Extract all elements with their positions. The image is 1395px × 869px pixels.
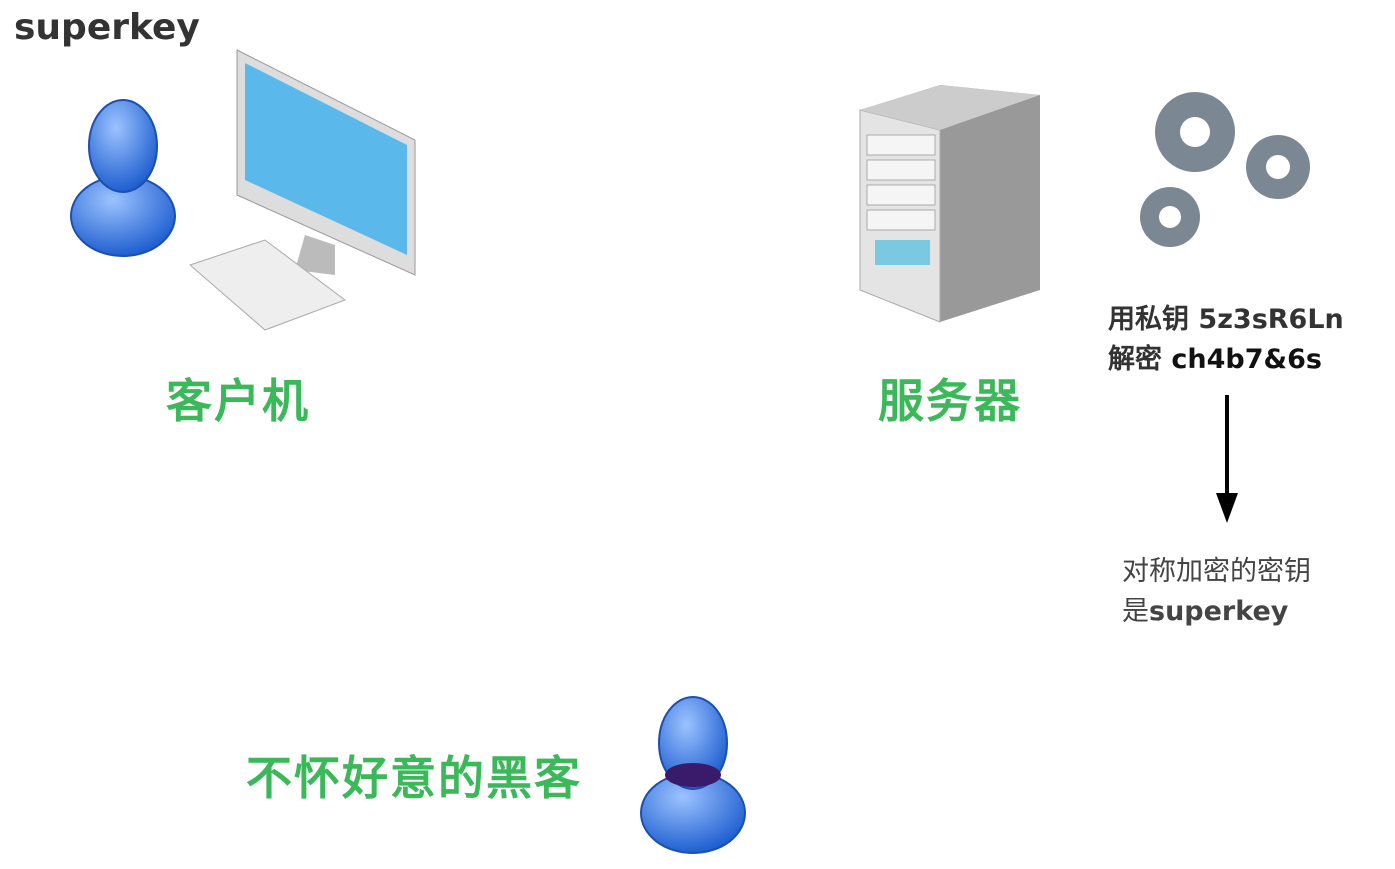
gears-icon [1140, 92, 1310, 247]
hacker-label: 不怀好意的黑客 [246, 751, 582, 805]
hacker-icon [640, 696, 746, 854]
symmetric-key: superkey [1149, 596, 1289, 627]
client-label: 客户机 [166, 374, 310, 428]
result-line1: 对称加密的密钥 [1122, 556, 1311, 587]
corner-label: superkey [14, 7, 200, 48]
down-arrow [1216, 395, 1238, 523]
ciphertext: ch4b7&6s [1171, 344, 1322, 375]
decrypt-line2-prefix: 解密 [1108, 344, 1162, 375]
server-icon [859, 85, 1040, 323]
user-icon [70, 99, 176, 257]
result-note: 对称加密的密钥 是superkey [1122, 552, 1311, 632]
server-label: 服务器 [878, 374, 1022, 428]
decrypt-prefix: 用私钥 [1108, 304, 1189, 335]
result-prefix: 是 [1122, 596, 1149, 627]
decrypt-note: 用私钥 5z3sR6Ln 解密 ch4b7&6s [1108, 300, 1344, 380]
private-key: 5z3sR6Ln [1198, 304, 1344, 335]
computer-icon [189, 49, 416, 331]
